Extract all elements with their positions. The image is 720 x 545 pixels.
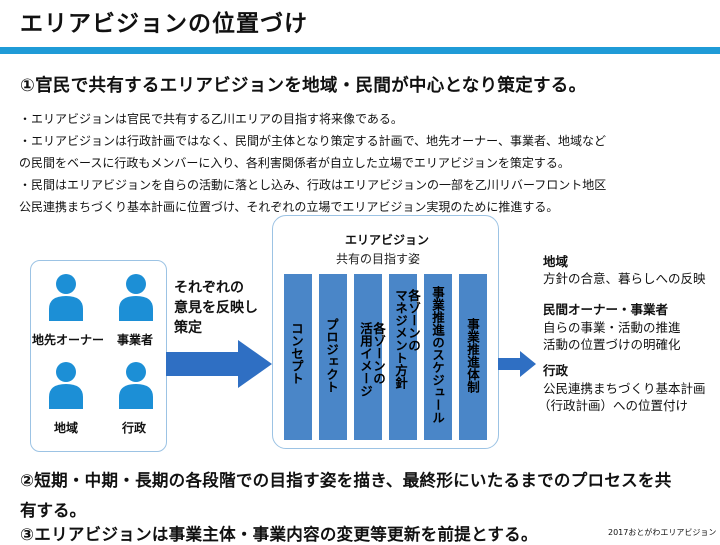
column-label-schedule: 事業推進のスケジュール [430, 286, 445, 424]
outcome-text: 公民連携まちづくり基本計画 [543, 381, 706, 396]
vision-column [459, 274, 487, 440]
vision-subtitle: 共有の目指す姿 [336, 252, 421, 266]
outcome-text: 活動の位置づけの明確化 [543, 337, 681, 352]
outcome-text: （行政計画）への位置付け [538, 398, 689, 413]
column-label-concept: コンセプト [289, 322, 304, 385]
column-line: 各ゾーンの [371, 322, 386, 385]
outcome-title: 行政 [543, 363, 569, 378]
column-line: 活用イメージ [358, 322, 373, 397]
outcome-title: 地域 [543, 254, 569, 269]
vision-column [284, 274, 312, 440]
footer-credit: 2017おとがわエリアビジョン [608, 528, 717, 537]
heading-1: ①官民で共有するエリアビジョンを地域・民間が中心となり策定する。 [20, 76, 587, 96]
bullet-line: ・エリアビジョンは官民で共有する乙川エリアの目指す将来像である。 [19, 112, 403, 126]
right-arrow-icon [166, 340, 272, 388]
outcome-text: 自らの事業・活動の推進 [543, 320, 681, 335]
column-label-structure: 事業推進体制 [465, 318, 480, 393]
opinion-line: 策定 [174, 320, 202, 336]
column-label-zone-usage: 各ゾーンの 活用イメージ [358, 322, 386, 397]
person-icon [49, 274, 83, 321]
right-arrow-icon [498, 351, 536, 377]
column-line: マネジメント方針 [393, 289, 408, 389]
vision-column [319, 274, 347, 440]
column-line: 各ゾーンの [406, 289, 421, 352]
heading-2: ②短期・中期・長期の各段階での目指す姿を描き、最終形にいたるまでのプロセスを共 [20, 471, 672, 490]
outcome-text: 方針の合意、暮らしへの反映 [543, 271, 706, 286]
opinion-line: 意見を反映し [174, 300, 258, 316]
stakeholder-label: 地先オーナー [32, 333, 105, 347]
bullet-line: ・エリアビジョンは行政計画ではなく、民間が主体となり策定する計画で、地先オーナー… [19, 134, 607, 148]
opinion-text: それぞれの 意見を反映し 策定 [174, 278, 258, 338]
person-icon [119, 274, 153, 321]
stakeholder-label: 事業者 [117, 333, 154, 347]
bullet-line: 公民連携まちづくり基本計画に位置づけ、それぞれの立場でエリアビジョン実現のために… [19, 200, 559, 214]
person-icon [49, 362, 83, 409]
vision-column [354, 274, 382, 440]
vision-title: エリアビジョン [345, 233, 430, 247]
vision-column [424, 274, 452, 440]
column-label-project: プロジェクト [324, 318, 339, 393]
column-label-zone-management: 各ゾーンの マネジメント方針 [393, 289, 421, 389]
title-underline-bar [0, 47, 720, 54]
stakeholder-label: 地域 [54, 421, 79, 435]
opinion-line: それぞれの [174, 280, 244, 296]
bullet-line: ・民間はエリアビジョンを自らの活動に落とし込み、行政はエリアビジョンの一部を乙川… [19, 178, 607, 192]
page-title: エリアビジョンの位置づけ [20, 11, 308, 37]
person-icon [119, 362, 153, 409]
stakeholder-label: 行政 [122, 421, 147, 435]
bullet-line: の民間をベースに行政もメンバーに入り、各利害関係者が自立した立場でエリアビジョン… [19, 156, 570, 170]
vision-column [389, 274, 417, 440]
heading-3: ③エリアビジョンは事業主体・事業内容の変更等更新を前提とする。 [20, 525, 538, 544]
outcome-title: 民間オーナー・事業者 [543, 302, 669, 317]
heading-2-continued: 有する。 [20, 501, 86, 520]
